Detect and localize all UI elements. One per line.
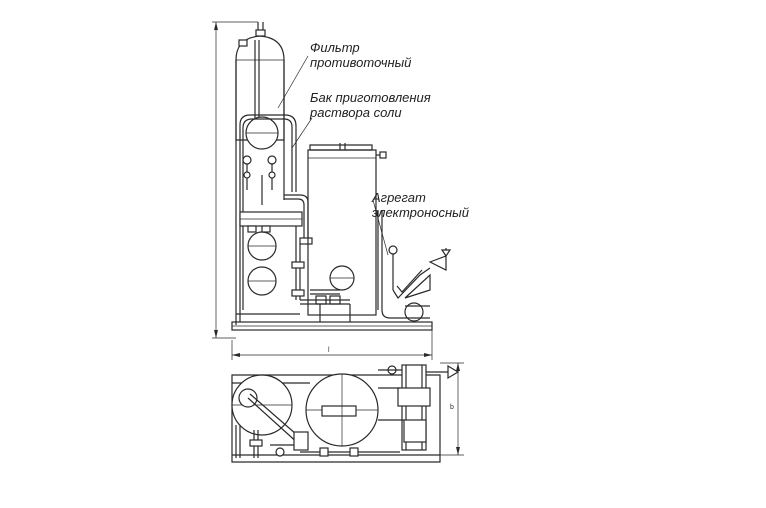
plan-view — [231, 364, 460, 463]
base-frame — [231, 304, 433, 331]
counterflow-filter — [235, 22, 313, 325]
aggregate-label-line1: Агрегат — [372, 190, 426, 205]
salt-solution-tank — [300, 143, 387, 316]
height-dimension-line — [212, 21, 258, 339]
length-dimension-line — [231, 330, 433, 360]
filter-label-line2: противоточный — [310, 55, 412, 70]
aggregate-label: Агрегат электроносный — [372, 190, 469, 220]
filter-label: Фильтр противоточный — [310, 40, 411, 70]
tank-label-line1: Бак приготовления — [310, 90, 431, 105]
tank-label-line2: раствора соли — [310, 105, 402, 120]
width-dimension-text: b — [450, 404, 454, 411]
filter-label-line1: Фильтр — [310, 40, 360, 55]
aggregate-label-line2: электроносный — [372, 205, 469, 220]
leader-lines — [277, 55, 389, 256]
width-dimension-line — [440, 362, 464, 456]
tank-label: Бак приготовления раствора соли — [310, 90, 431, 120]
ejector-aggregate — [377, 210, 452, 322]
length-dimension-text: l — [328, 347, 330, 354]
